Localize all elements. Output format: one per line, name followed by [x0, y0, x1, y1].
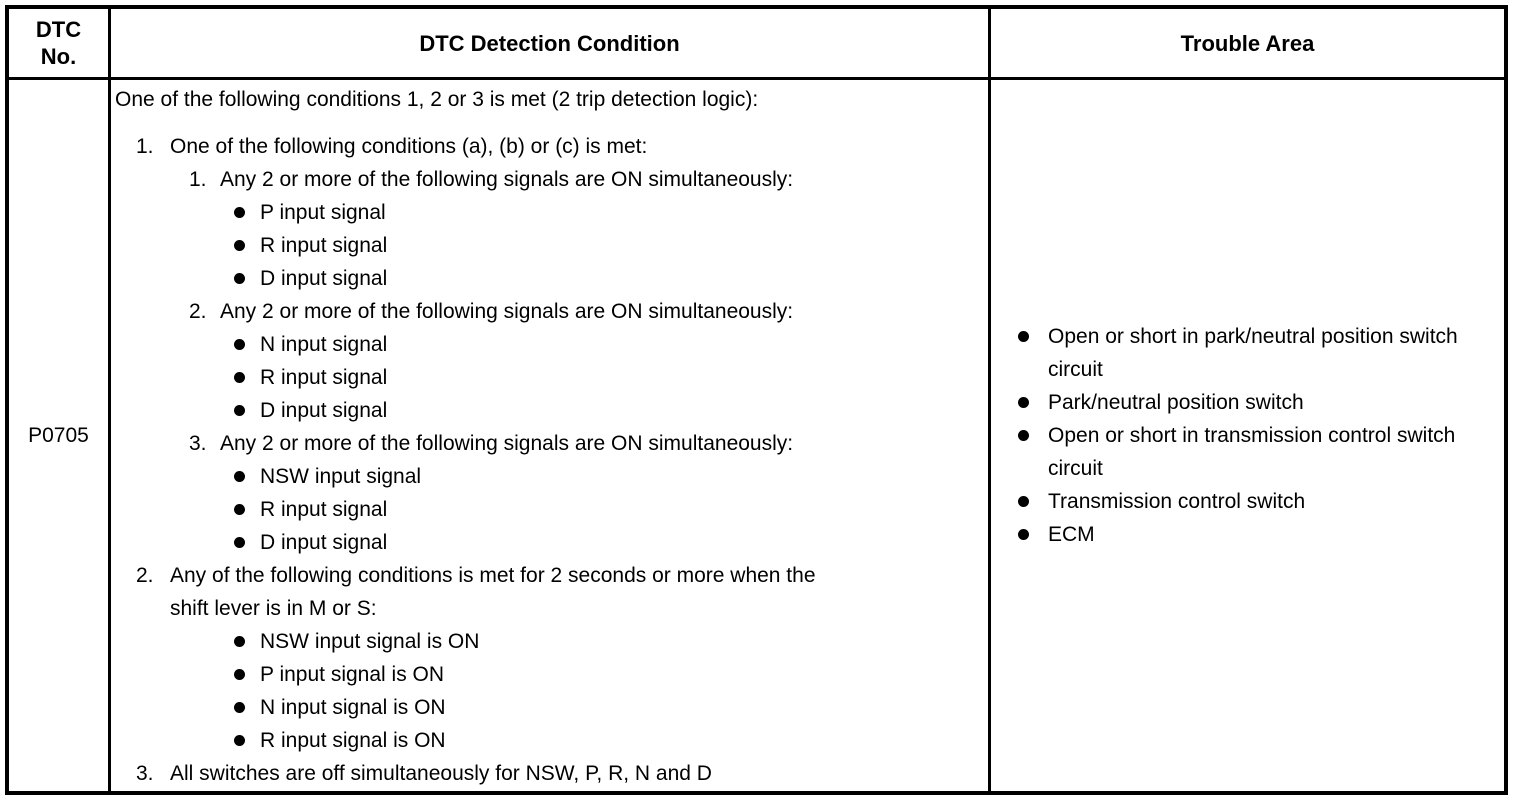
item-text: All switches are off simultaneously for … — [170, 762, 712, 785]
bullet-icon — [234, 240, 245, 251]
subitem-number: 3. — [189, 432, 207, 455]
bullet-text: R input signal — [260, 234, 388, 257]
condition-subitem-1a: 1. Any 2 or more of the following signal… — [115, 163, 980, 196]
bullet-item: R input signal — [115, 361, 980, 394]
header-dtc-no-label: DTC No. — [35, 17, 82, 69]
subitem-number: 2. — [189, 300, 207, 323]
bullet-text: NSW input signal — [260, 465, 422, 488]
bullet-item: R input signal — [115, 493, 980, 526]
condition-item-2: 2. Any of the following conditions is me… — [115, 559, 980, 625]
bullet-text: D input signal — [260, 531, 388, 554]
cell-trouble-area: Open or short in park/neutral position s… — [991, 80, 1504, 791]
bullet-item: D input signal — [115, 394, 980, 427]
bullet-text: NSW input signal is ON — [260, 630, 480, 653]
bullet-text: D input signal — [260, 267, 388, 290]
header-dtc-no: DTC No. — [9, 9, 111, 80]
bullet-icon — [234, 537, 245, 548]
cell-dtc-no: P0705 — [9, 80, 111, 791]
bullet-text: N input signal — [260, 333, 388, 356]
subitem-number: 1. — [189, 168, 207, 191]
trouble-area-text: Open or short in transmission control sw… — [1048, 424, 1456, 480]
trouble-area-text: Park/neutral position switch — [1048, 391, 1304, 414]
cell-detection-condition: One of the following conditions 1, 2 or … — [111, 80, 991, 791]
bullet-icon — [1018, 430, 1029, 441]
header-trouble-area-label: Trouble Area — [1180, 30, 1315, 56]
bullet-icon — [234, 636, 245, 647]
subitem-text: Any 2 or more of the following signals a… — [220, 300, 794, 323]
item-text: Any of the following conditions is met f… — [170, 564, 816, 620]
header-trouble-area: Trouble Area — [991, 9, 1504, 80]
bullet-icon — [234, 207, 245, 218]
subitem-text: Any 2 or more of the following signals a… — [220, 432, 794, 455]
bullet-text: N input signal is ON — [260, 696, 446, 719]
bullet-text: R input signal — [260, 498, 388, 521]
item-number: 1. — [136, 135, 154, 158]
bullet-item: P input signal — [115, 196, 980, 229]
bullet-icon — [234, 339, 245, 350]
bullet-icon — [234, 405, 245, 416]
trouble-area-text: Transmission control switch — [1048, 490, 1306, 513]
item-text: One of the following conditions (a), (b)… — [170, 135, 648, 158]
trouble-area-item: Transmission control switch — [1018, 485, 1459, 518]
bullet-item: P input signal is ON — [115, 658, 980, 691]
bullet-item: D input signal — [115, 526, 980, 559]
trouble-area-item: Park/neutral position switch — [1018, 386, 1459, 419]
item-number: 3. — [136, 762, 154, 785]
condition-item-3: 3. All switches are off simultaneously f… — [115, 757, 980, 790]
header-detection-condition: DTC Detection Condition — [111, 9, 991, 80]
condition-subitem-1b: 2. Any 2 or more of the following signal… — [115, 295, 980, 328]
bullet-item: R input signal — [115, 229, 980, 262]
bullet-item: N input signal is ON — [115, 691, 980, 724]
item-number: 2. — [136, 564, 154, 587]
bullet-icon — [234, 504, 245, 515]
trouble-area-item: Open or short in park/neutral position s… — [1018, 320, 1459, 386]
subitem-text: Any 2 or more of the following signals a… — [220, 168, 794, 191]
bullet-item: D input signal — [115, 262, 980, 295]
condition-subitem-1c: 3. Any 2 or more of the following signal… — [115, 427, 980, 460]
bullet-item: R input signal is ON — [115, 724, 980, 757]
bullet-text: R input signal is ON — [260, 729, 446, 752]
header-detection-condition-label: DTC Detection Condition — [419, 30, 680, 56]
bullet-icon — [1018, 529, 1029, 540]
bullet-icon — [1018, 496, 1029, 507]
bullet-icon — [234, 372, 245, 383]
bullet-icon — [234, 471, 245, 482]
condition-item-1: 1. One of the following conditions (a), … — [115, 130, 980, 163]
bullet-item: NSW input signal — [115, 460, 980, 493]
trouble-area-item: ECM — [1018, 518, 1459, 551]
condition-intro: One of the following conditions 1, 2 or … — [115, 88, 759, 111]
bullet-icon — [1018, 397, 1029, 408]
bullet-icon — [234, 702, 245, 713]
bullet-icon — [234, 273, 245, 284]
bullet-item: N input signal — [115, 328, 980, 361]
bullet-item: NSW input signal is ON — [115, 625, 980, 658]
bullet-text: R input signal — [260, 366, 388, 389]
bullet-text: P input signal — [260, 201, 386, 224]
trouble-area-item: Open or short in transmission control sw… — [1018, 419, 1459, 485]
dtc-table: DTC No. DTC Detection Condition Trouble … — [5, 5, 1508, 795]
bullet-icon — [234, 735, 245, 746]
bullet-text: D input signal — [260, 399, 388, 422]
trouble-area-text: ECM — [1048, 523, 1095, 546]
trouble-area-text: Open or short in park/neutral position s… — [1048, 325, 1458, 381]
bullet-icon — [234, 669, 245, 680]
bullet-text: P input signal is ON — [260, 663, 445, 686]
dtc-code: P0705 — [28, 423, 89, 447]
bullet-icon — [1018, 331, 1029, 342]
